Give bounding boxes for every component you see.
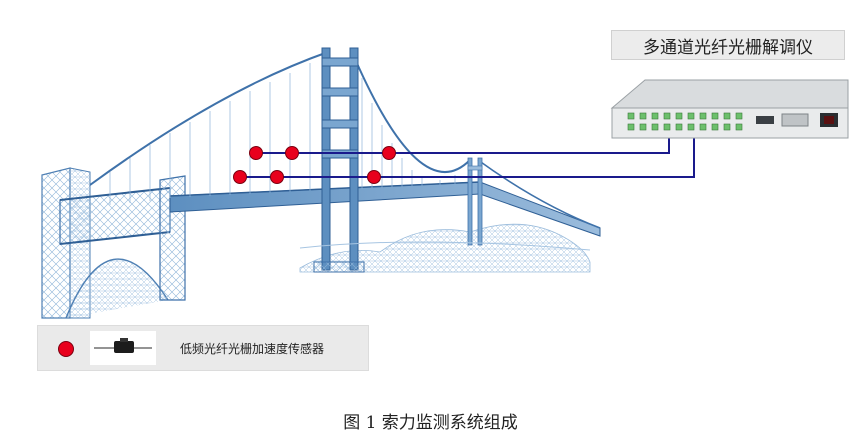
sensor-dot-icon xyxy=(249,146,263,160)
legend-label: 低频光纤光栅加速度传感器 xyxy=(180,342,325,356)
device-label: 多通道光纤光栅解调仪 xyxy=(611,30,845,60)
sensor-dot-icon xyxy=(367,170,381,184)
legend: 低频光纤光栅加速度传感器 xyxy=(37,325,369,371)
sensor-dot-icon xyxy=(285,146,299,160)
accelerometer-sensor-icon xyxy=(90,331,156,365)
figure-caption: 图 1 索力监测系统组成 xyxy=(343,413,518,433)
sensor-dot-icon xyxy=(58,341,74,357)
sensor-dot-icon xyxy=(233,170,247,184)
sensor-dots xyxy=(233,146,396,184)
fiber-line-lower xyxy=(240,120,695,178)
sensor-dot-icon xyxy=(382,146,396,160)
sensor-dot-icon xyxy=(270,170,284,184)
